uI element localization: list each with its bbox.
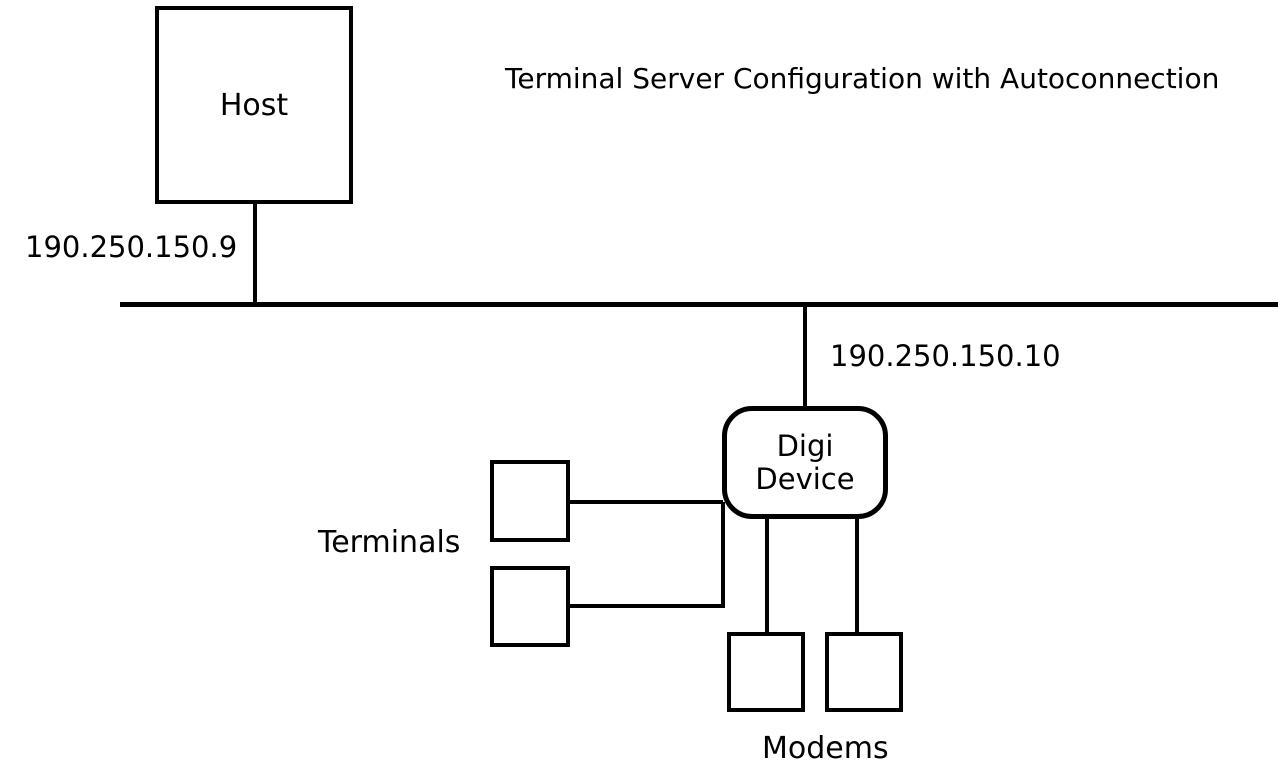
- bus-to-digi-line: [803, 307, 807, 406]
- host-to-bus-line: [253, 204, 257, 303]
- terminal2-to-digi-line: [570, 604, 725, 608]
- digi-device-box: Digi Device: [722, 406, 888, 519]
- digi-to-modem1-line: [765, 516, 769, 632]
- terminal1-to-digi-line: [570, 500, 723, 504]
- terminal-connector-vertical-line: [721, 502, 725, 608]
- digi-device-label-line2: Device: [755, 461, 855, 496]
- digi-to-modem2-line: [855, 516, 859, 632]
- host-label: Host: [219, 87, 289, 123]
- modem-box-1: [727, 632, 805, 712]
- digi-device-label-line1: Digi: [776, 428, 834, 463]
- terminals-group-label: Terminals: [318, 525, 461, 560]
- modem-box-2: [825, 632, 903, 712]
- host-ip-label: 190.250.150.9: [25, 230, 238, 264]
- diagram-title: Terminal Server Configuration with Autoc…: [505, 62, 1220, 95]
- terminal-box-2: [490, 566, 570, 647]
- terminal-box-1: [490, 460, 570, 542]
- digi-ip-label: 190.250.150.10: [830, 339, 1061, 373]
- network-bus-line: [120, 302, 1278, 307]
- host-box: Host: [155, 6, 353, 204]
- modems-group-label: Modems: [762, 731, 889, 766]
